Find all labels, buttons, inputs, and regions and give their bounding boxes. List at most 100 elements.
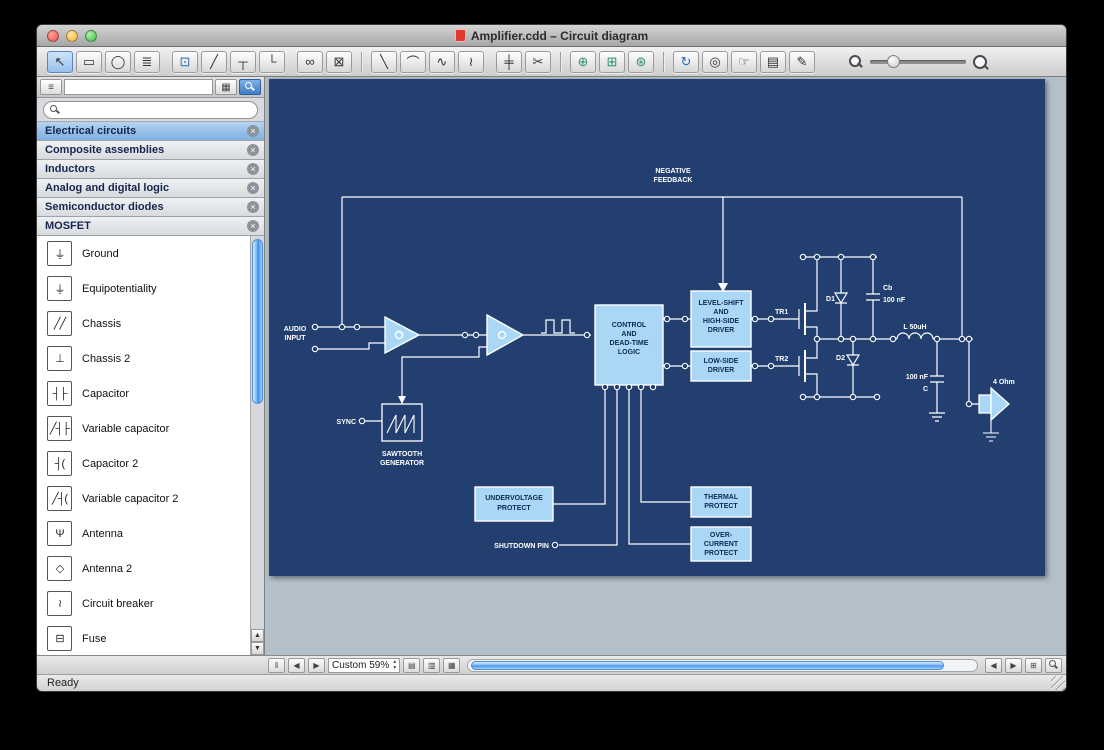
arc-tool[interactable]: ⌒ bbox=[400, 50, 426, 73]
chain-connector-tool[interactable]: ∞ bbox=[297, 50, 323, 73]
symbol-item[interactable]: ⊥ Chassis 2 bbox=[37, 341, 250, 376]
document-page[interactable]: NEGATIVE FEEDBACK AUDIO INPUT SYNC SAWTO… bbox=[269, 79, 1045, 576]
capacitor-cb[interactable] bbox=[866, 257, 880, 339]
level-shift-driver-block[interactable] bbox=[690, 290, 752, 348]
symbol-item[interactable]: ╱┤( Variable capacitor 2 bbox=[37, 481, 250, 516]
close-library-icon[interactable]: × bbox=[247, 125, 259, 137]
auto-routing-tool[interactable]: ⊞ bbox=[599, 50, 625, 73]
opamp-1[interactable] bbox=[384, 315, 421, 355]
capacitor-c[interactable] bbox=[929, 339, 945, 422]
overcurrent-protect-block[interactable] bbox=[690, 526, 752, 562]
circuit-diagram[interactable]: NEGATIVE FEEDBACK AUDIO INPUT SYNC SAWTO… bbox=[269, 79, 1045, 576]
view-double-page-button[interactable]: ▥ bbox=[423, 657, 441, 673]
page-overview-button[interactable]: ⊞ bbox=[1025, 657, 1042, 673]
spline-tool[interactable]: ∿ bbox=[429, 50, 455, 73]
symbol-item[interactable]: ≀ Circuit breaker bbox=[37, 586, 250, 621]
close-library-icon[interactable]: × bbox=[247, 220, 259, 232]
library-row[interactable]: Analog and digital logic × bbox=[37, 179, 264, 198]
auto-connect-tool[interactable]: ⊕ bbox=[570, 50, 596, 73]
refresh-tool[interactable]: ↻ bbox=[673, 50, 699, 73]
disconnect-tool[interactable]: ⊠ bbox=[326, 50, 352, 73]
close-library-icon[interactable]: × bbox=[247, 201, 259, 213]
scroll-down-icon[interactable]: ▼ bbox=[251, 642, 264, 655]
pwm-waveform-symbol[interactable] bbox=[541, 319, 575, 334]
low-side-driver-block[interactable] bbox=[690, 350, 752, 382]
library-row[interactable]: Composite assemblies × bbox=[37, 141, 264, 160]
splitter-button[interactable]: ‖ bbox=[268, 657, 285, 673]
sidebar-scrollbar[interactable]: ▲ ▼ bbox=[250, 236, 264, 655]
next-page-button[interactable]: ▶ bbox=[308, 657, 325, 673]
zoom-slider-thumb[interactable] bbox=[887, 54, 901, 68]
symbol-item[interactable]: ◇ Antenna 2 bbox=[37, 551, 250, 586]
stamp-tool[interactable]: ▤ bbox=[760, 50, 786, 73]
inductor-l[interactable] bbox=[896, 332, 934, 340]
close-library-icon[interactable]: × bbox=[247, 182, 259, 194]
titlebar[interactable]: Amplifier.cdd – Circuit diagram bbox=[37, 25, 1066, 47]
zoom-page-button[interactable] bbox=[1045, 657, 1062, 673]
sep-3[interactable] bbox=[663, 51, 664, 72]
undervoltage-protect-block[interactable] bbox=[474, 486, 554, 522]
pan-tool[interactable]: ☞ bbox=[731, 50, 757, 73]
diode-d1[interactable] bbox=[833, 257, 849, 339]
zoom-stepper[interactable]: ▴ ▾ bbox=[393, 659, 396, 671]
symbol-item[interactable]: ┤( Capacitor 2 bbox=[37, 446, 250, 481]
scroll-right-button[interactable]: ▶ bbox=[1005, 657, 1022, 673]
close-library-icon[interactable]: × bbox=[247, 144, 259, 156]
symbol-item[interactable]: ╱╱ Chassis bbox=[37, 306, 250, 341]
grid-view-button[interactable]: ▦ bbox=[215, 79, 237, 95]
library-filter-input[interactable] bbox=[64, 79, 213, 95]
horizontal-scrollbar[interactable] bbox=[467, 658, 978, 672]
zoom-tool[interactable]: ◎ bbox=[702, 50, 728, 73]
transistor-tr2[interactable] bbox=[798, 339, 818, 397]
control-logic-block[interactable] bbox=[594, 304, 664, 386]
tree-view-button[interactable]: ≡ bbox=[40, 79, 62, 95]
diode-d2[interactable] bbox=[845, 339, 861, 397]
sidebar-scrollbar-thumb[interactable] bbox=[252, 239, 263, 404]
hyperlink-tool[interactable]: ⊛ bbox=[628, 50, 654, 73]
rectangle-tool[interactable]: ▭ bbox=[76, 50, 102, 73]
library-search-button[interactable] bbox=[239, 79, 261, 95]
text-tool[interactable]: ≣ bbox=[134, 50, 160, 73]
transistor-tr1[interactable] bbox=[798, 257, 818, 339]
search-input[interactable] bbox=[64, 104, 251, 116]
smart-group-tool[interactable]: ⊡ bbox=[172, 50, 198, 73]
library-row[interactable]: MOSFET × bbox=[37, 217, 264, 236]
zoom-out-icon[interactable] bbox=[849, 54, 863, 69]
drawing-canvas[interactable]: NEGATIVE FEEDBACK AUDIO INPUT SYNC SAWTO… bbox=[265, 77, 1066, 655]
sep-2[interactable] bbox=[560, 51, 561, 72]
library-row[interactable]: Electrical circuits × bbox=[37, 122, 264, 141]
horizontal-scrollbar-thumb[interactable] bbox=[471, 660, 945, 670]
ellipse-tool[interactable]: ◯ bbox=[105, 50, 131, 73]
symbol-item[interactable]: ┤├ Capacitor bbox=[37, 376, 250, 411]
symbol-item[interactable]: ⏚ Equipotentiality bbox=[37, 271, 250, 306]
function-blocks[interactable] bbox=[474, 290, 752, 562]
tree-connector-tool[interactable]: ┬ bbox=[230, 50, 256, 73]
sawtooth-generator[interactable] bbox=[381, 403, 423, 442]
symbol-item[interactable]: ╱┤├ Variable capacitor bbox=[37, 411, 250, 446]
symbol-item[interactable]: Ψ Antenna bbox=[37, 516, 250, 551]
step-down-icon[interactable]: ▾ bbox=[393, 665, 397, 671]
close-window-button[interactable] bbox=[47, 30, 59, 42]
elbow-connector-tool[interactable]: └ bbox=[259, 50, 285, 73]
close-library-icon[interactable]: × bbox=[247, 163, 259, 175]
zoom-slider[interactable] bbox=[870, 54, 966, 68]
freehand-tool[interactable]: ≀ bbox=[458, 50, 484, 73]
zoom-level-control[interactable]: Custom 59% ▴ ▾ bbox=[328, 657, 401, 673]
speaker[interactable] bbox=[978, 386, 1010, 442]
zoom-in-icon[interactable] bbox=[973, 54, 987, 69]
step-up-icon[interactable]: ▴ bbox=[393, 659, 397, 665]
symbol-item[interactable]: ⏚ Ground bbox=[37, 236, 250, 271]
library-row[interactable]: Inductors × bbox=[37, 160, 264, 179]
search-box[interactable] bbox=[43, 101, 258, 119]
direct-connector-tool[interactable]: ╱ bbox=[201, 50, 227, 73]
library-row[interactable]: Semiconductor diodes × bbox=[37, 198, 264, 217]
scroll-up-icon[interactable]: ▲ bbox=[251, 629, 264, 642]
split-tool[interactable]: ✂ bbox=[525, 50, 551, 73]
prev-page-button[interactable]: ◀ bbox=[288, 657, 305, 673]
line-tool[interactable]: ╲ bbox=[371, 50, 397, 73]
opamp-2[interactable] bbox=[486, 313, 525, 357]
thermal-protect-block[interactable] bbox=[690, 486, 752, 518]
sep-1[interactable] bbox=[361, 51, 362, 72]
zoom-window-button[interactable] bbox=[85, 30, 97, 42]
view-single-page-button[interactable]: ▤ bbox=[403, 657, 421, 673]
